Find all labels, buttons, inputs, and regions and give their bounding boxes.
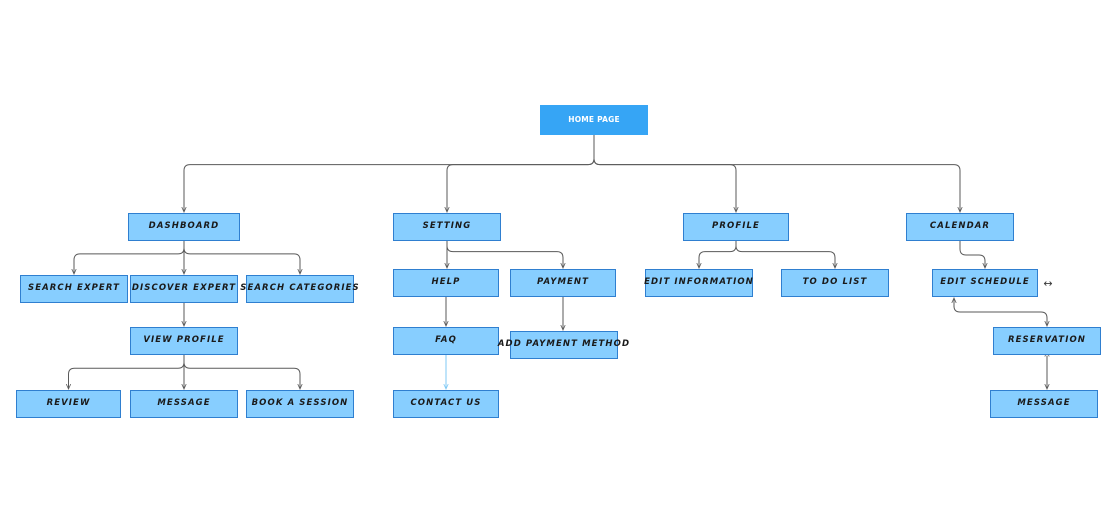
node-review[interactable]: REVIEW: [16, 390, 121, 418]
node-label: RESERVATION: [1008, 335, 1086, 346]
node-label: REVIEW: [46, 398, 91, 409]
node-contact_us[interactable]: CONTACT US: [393, 390, 499, 418]
node-label: MESSAGE: [157, 398, 211, 409]
node-help[interactable]: HELP: [393, 269, 499, 297]
edge-home-to-setting: [447, 134, 595, 212]
node-edit_schedule[interactable]: EDIT SCHEDULE: [932, 269, 1038, 297]
edge-home-to-profile: [593, 134, 736, 212]
node-to_do_list[interactable]: TO DO LIST: [781, 269, 889, 297]
node-payment[interactable]: PAYMENT: [510, 269, 616, 297]
node-search_expert[interactable]: SEARCH EXPERT: [20, 275, 128, 303]
edge-profile-to-edit_information: [699, 240, 737, 268]
node-label: SEARCH EXPERT: [27, 283, 121, 294]
node-label: PAYMENT: [536, 277, 590, 288]
node-label: FAQ: [435, 335, 457, 346]
node-discover_expert[interactable]: DISCOVER EXPERT: [130, 275, 238, 303]
node-setting[interactable]: SETTING: [393, 213, 501, 241]
node-edit_information[interactable]: EDIT INFORMATION: [644, 269, 754, 297]
edge-home-to-dashboard: [184, 134, 595, 212]
node-label: DISCOVER EXPERT: [131, 283, 237, 294]
node-add_payment[interactable]: ADD PAYMENT METHOD: [498, 331, 629, 359]
node-label: DASHBOARD: [148, 221, 220, 232]
node-reservation[interactable]: RESERVATION: [993, 327, 1101, 355]
edge-edit_schedule-to-reservation: [953, 297, 1047, 326]
edge-setting-to-payment: [446, 240, 563, 268]
node-label: CALENDAR: [929, 221, 991, 232]
node-dashboard[interactable]: DASHBOARD: [128, 213, 240, 241]
node-label: EDIT INFORMATION: [644, 277, 754, 288]
node-search_categories[interactable]: SEARCH CATEGORIES: [240, 275, 359, 303]
node-label: BOOK A SESSION: [251, 398, 349, 409]
node-label: HELP: [431, 277, 461, 288]
edge-profile-to-to_do_list: [735, 240, 835, 268]
node-label: TO DO LIST: [802, 277, 868, 288]
node-book_session[interactable]: BOOK A SESSION: [246, 390, 354, 418]
node-label: PROFILE: [712, 221, 760, 232]
edge-calendar-to-edit_schedule: [959, 240, 985, 268]
node-label: EDIT SCHEDULE: [940, 277, 1030, 288]
node-label: SEARCH CATEGORIES: [240, 283, 360, 294]
node-message[interactable]: MESSAGE: [130, 390, 238, 418]
node-label: SETTING: [422, 221, 472, 232]
node-label: VIEW PROFILE: [143, 335, 225, 346]
node-message_cal[interactable]: MESSAGE: [990, 390, 1098, 418]
edge-view_profile-to-book_session: [183, 354, 300, 389]
node-label: HOME PAGE: [568, 114, 620, 124]
node-label: CONTACT US: [410, 398, 482, 409]
edge-dashboard-to-search_categories: [183, 240, 300, 274]
edge-home-to-calendar: [593, 134, 960, 212]
node-home[interactable]: HOME PAGE: [540, 105, 648, 135]
node-label: MESSAGE: [1017, 398, 1071, 409]
node-label: ADD PAYMENT METHOD: [497, 339, 631, 350]
node-view_profile[interactable]: VIEW PROFILE: [130, 327, 238, 355]
edge-view_profile-to-review: [69, 354, 185, 389]
resize-handle-icon[interactable]: ↔: [1043, 276, 1053, 290]
node-calendar[interactable]: CALENDAR: [906, 213, 1014, 241]
node-faq[interactable]: FAQ: [393, 327, 499, 355]
node-profile[interactable]: PROFILE: [683, 213, 789, 241]
edge-dashboard-to-search_expert: [74, 240, 185, 274]
